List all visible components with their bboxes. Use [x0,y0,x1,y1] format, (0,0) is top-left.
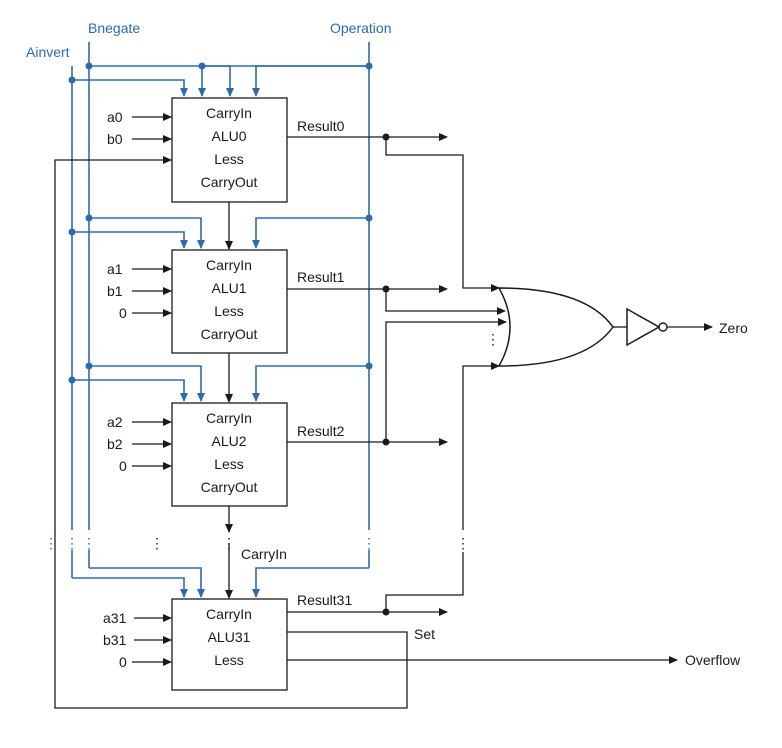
input-b2: b2 [107,436,123,452]
ellipsis: ⋮ [362,535,376,551]
zero-output-label: Zero [719,320,748,336]
ellipsis: ⋮ [486,331,500,347]
alu31-less: Less [214,652,244,668]
alu1-carryout: CarryOut [201,326,258,342]
ellipsis: ⋮ [44,535,58,551]
alu31-name: ALU31 [208,629,251,645]
set-label: Set [414,626,435,642]
not-gate [626,307,713,347]
alu2-carryin: CarryIn [206,410,252,426]
control-lines [68,42,373,598]
ellipsis: ⋮ [222,535,236,551]
overflow-line: Overflow [287,652,741,668]
input-a31: a31 [103,610,127,626]
operation-label: Operation [330,20,391,36]
alu1-name: ALU1 [211,280,246,296]
alu0-carryin: CarryIn [206,105,252,121]
ellipsis-marks: ⋮ ⋮ ⋮ ⋮ ⋮ ⋮ ⋮ ⋮ [44,331,500,551]
alu1-carryin: CarryIn [206,257,252,273]
data-inputs: a0 b0 a1 b1 0 a2 b2 0 a31 b31 0 [103,109,172,670]
set-feedback: Set [54,156,435,709]
input-b0: b0 [107,131,123,147]
ellipsis: ⋮ [82,535,96,551]
input-less1: 0 [119,305,127,321]
result31-label: Result31 [297,592,352,608]
input-b31: b31 [103,632,127,648]
carryin-label: CarryIn [241,546,287,562]
carry-chain: CarryIn [225,202,287,599]
input-a1: a1 [107,261,123,277]
alu31-carryin: CarryIn [206,606,252,622]
alu2-less: Less [214,456,244,472]
or-gate [497,287,627,367]
alu0-less: Less [214,151,244,167]
input-less31: 0 [119,654,127,670]
alu2-carryout: CarryOut [201,479,258,495]
alu2: CarryIn ALU2 Less CarryOut [171,402,288,507]
alu0-name: ALU0 [211,128,246,144]
alu2-name: ALU2 [211,433,246,449]
ellipsis: ⋮ [456,535,470,551]
ellipsis: ⋮ [65,535,79,551]
input-a0: a0 [107,109,123,125]
ainvert-label: Ainvert [26,44,70,60]
input-a2: a2 [107,414,123,430]
alu0-carryout: CarryOut [201,174,258,190]
input-b1: b1 [107,283,123,299]
overflow-label: Overflow [685,652,741,668]
alu31: CarryIn ALU31 Less [171,598,288,691]
result0-label: Result0 [297,118,345,134]
alu1-less: Less [214,303,244,319]
alu0: CarryIn ALU0 Less CarryOut [171,97,288,203]
ellipsis: ⋮ [150,535,164,551]
alu1: CarryIn ALU1 Less CarryOut [171,249,288,354]
input-less2: 0 [119,458,127,474]
result1-label: Result1 [297,269,345,285]
bnegate-label: Bnegate [88,20,140,36]
result2-label: Result2 [297,423,345,439]
result-lines: Result0 Result1 Result2 Result31 [287,118,507,616]
